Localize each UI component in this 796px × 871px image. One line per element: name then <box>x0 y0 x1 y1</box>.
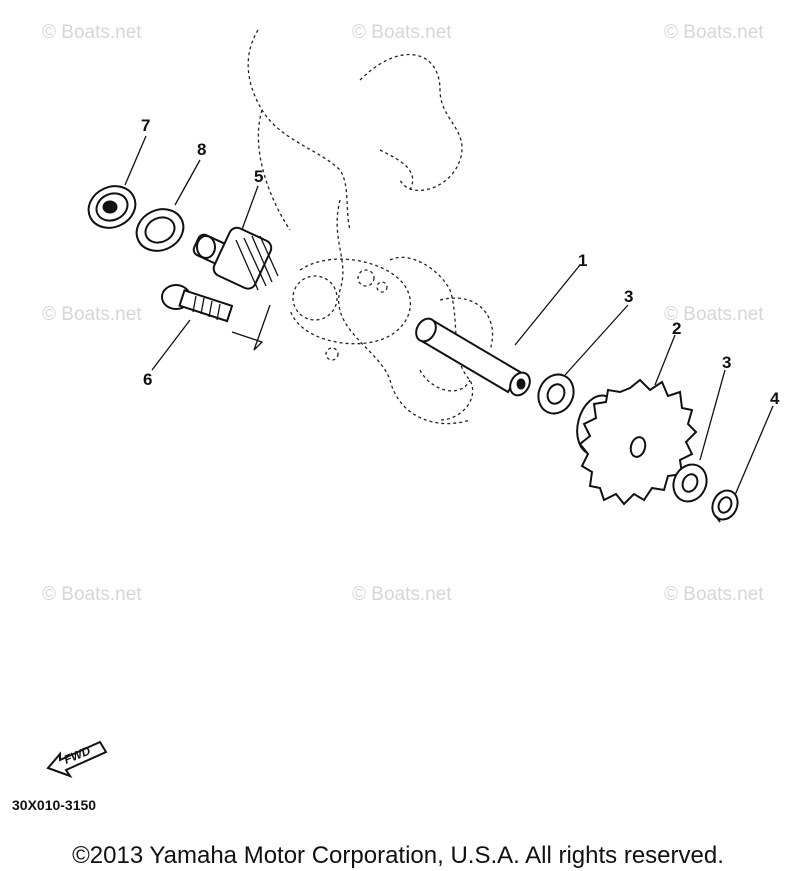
watermark-mid-left: © Boats.net <box>42 304 142 325</box>
crankcase-outline <box>247 29 494 425</box>
diagram-reference-code: 30X010-3150 <box>12 797 96 813</box>
callout-3-left: 3 <box>624 287 633 306</box>
callout-1: 1 <box>578 251 587 270</box>
part-4-circlip[interactable] <box>708 486 742 523</box>
part-7-oil-seal[interactable] <box>82 179 142 236</box>
callout-2: 2 <box>672 319 681 338</box>
part-8-washer[interactable] <box>130 202 190 259</box>
watermark-mid-right: © Boats.net <box>664 304 764 325</box>
fwd-label: FWD <box>62 743 93 766</box>
watermark-bottom-right: © Boats.net <box>664 584 764 605</box>
part-3-washer-right[interactable] <box>667 459 712 507</box>
callout-labels: 7 8 5 6 1 3 2 3 4 <box>141 116 780 408</box>
watermark-bottom-left: © Boats.net <box>42 584 142 605</box>
watermark-layer: © Boats.net © Boats.net © Boats.net © Bo… <box>42 22 764 605</box>
part-1-shaft[interactable] <box>412 315 534 399</box>
part-2-idler-gear[interactable] <box>571 378 698 506</box>
callout-8: 8 <box>197 140 206 159</box>
leader-lines <box>124 135 774 496</box>
part-6-bolt[interactable] <box>161 284 234 323</box>
part-3-washer-left[interactable] <box>532 369 580 420</box>
callout-7: 7 <box>141 116 150 135</box>
part-5-gear-shaft[interactable] <box>192 225 279 291</box>
callout-4: 4 <box>770 389 780 408</box>
watermark-top-left: © Boats.net <box>42 22 142 43</box>
callout-5: 5 <box>254 167 263 186</box>
watermark-top-center: © Boats.net <box>352 22 452 43</box>
watermark-bottom-center: © Boats.net <box>352 584 452 605</box>
copyright-notice: ©2013 Yamaha Motor Corporation, U.S.A. A… <box>72 842 724 869</box>
callout-6: 6 <box>143 370 152 389</box>
fwd-arrow: FWD <box>46 740 108 778</box>
watermark-top-right: © Boats.net <box>664 22 764 43</box>
callout-3-right: 3 <box>722 353 731 372</box>
